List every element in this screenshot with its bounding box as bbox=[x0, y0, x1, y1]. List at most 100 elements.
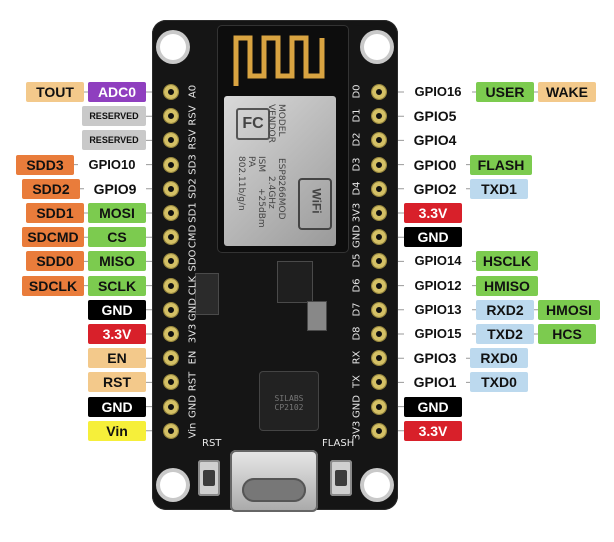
right-pin-label-12-1: GPIO3 bbox=[404, 348, 466, 369]
left-pin-label-1-2: ADC0 bbox=[88, 82, 146, 102]
mount-hole-bottom-left bbox=[160, 472, 186, 498]
mount-hole-bottom-right bbox=[364, 472, 390, 498]
right-pin-label-4-2: FLASH bbox=[470, 154, 532, 175]
rf-shield: FC WiFi MODEL VENDOR ISM PA 802.11b/g/n … bbox=[224, 96, 336, 246]
pin-right-2 bbox=[372, 109, 386, 124]
right-pin-label-4-1: GPIO0 bbox=[404, 154, 466, 175]
pin-left-9 bbox=[164, 278, 178, 293]
pin-left-7 bbox=[164, 230, 178, 245]
pin-right-12 bbox=[372, 351, 386, 366]
pin-left-5 bbox=[164, 181, 178, 196]
pin-left-4 bbox=[164, 157, 178, 172]
right-pin-label-10-3: HMOSI bbox=[538, 299, 600, 320]
module-text-part: ESP8266MOD bbox=[276, 158, 286, 220]
module-text-protocol: 802.11b/g/n bbox=[236, 156, 246, 211]
flash-button[interactable] bbox=[330, 460, 352, 496]
pin-right-1 bbox=[372, 85, 386, 99]
right-pin-label-13-2: TXD0 bbox=[470, 372, 528, 393]
flash-button-label: FLASH bbox=[322, 438, 355, 449]
right-pin-label-8-2: HSCLK bbox=[476, 251, 538, 272]
right-pin-label-11-1: GPIO15 bbox=[404, 324, 472, 344]
pin-right-11 bbox=[372, 327, 386, 341]
mount-hole-top-left bbox=[160, 34, 186, 60]
pin-right-8 bbox=[372, 254, 386, 269]
pin-right-6 bbox=[372, 206, 386, 220]
pin-left-3 bbox=[164, 133, 178, 148]
usb-uart-chip-text: SILABS CP2102 bbox=[274, 394, 304, 412]
right-pin-label-10-1: GPIO13 bbox=[404, 299, 472, 320]
pin-left-1 bbox=[164, 85, 178, 99]
pin-right-10 bbox=[372, 302, 386, 317]
right-pin-label-14-1: GND bbox=[404, 396, 462, 417]
module-text-pa: PA bbox=[246, 156, 256, 168]
right-pin-label-1-1: GPIO16 bbox=[404, 82, 472, 102]
left-pin-label-1-1: TOUT bbox=[26, 82, 84, 102]
right-pin-label-11-3: HCS bbox=[538, 324, 596, 344]
right-pin-label-15-1: 3.3V bbox=[404, 420, 462, 441]
module-text-power: +25dBm bbox=[256, 188, 266, 228]
left-pin-label-4-1: SDD3 bbox=[16, 154, 74, 175]
module-text-freq: 2.4GHz bbox=[266, 176, 276, 209]
wifi-logo: WiFi bbox=[298, 178, 332, 230]
right-pin-label-5-2: TXD1 bbox=[470, 178, 528, 199]
right-pin-label-2-1: GPIO5 bbox=[404, 106, 466, 127]
left-pin-label-8-2: MISO bbox=[88, 251, 146, 272]
pin-left-14 bbox=[164, 399, 178, 414]
esp8266-module: FC WiFi MODEL VENDOR ISM PA 802.11b/g/n … bbox=[218, 26, 348, 252]
left-pin-label-9-2: SCLK bbox=[88, 275, 146, 296]
left-pin-label-6-1: SDD1 bbox=[26, 203, 84, 223]
right-pin-label-13-1: GPIO1 bbox=[404, 372, 466, 393]
left-pin-label-4-2: GPIO10 bbox=[78, 154, 146, 175]
left-pin-label-5-2: GPIO9 bbox=[84, 178, 146, 199]
pin-right-9 bbox=[372, 278, 386, 293]
pin-left-2 bbox=[164, 109, 178, 124]
right-pin-label-3-1: GPIO4 bbox=[404, 130, 466, 151]
pin-right-3 bbox=[372, 133, 386, 148]
rst-button[interactable] bbox=[198, 460, 220, 496]
left-pin-label-10-1: GND bbox=[88, 299, 146, 320]
mount-hole-top-right bbox=[364, 34, 390, 60]
usb-uart-chip: SILABS CP2102 bbox=[260, 372, 318, 430]
pin-left-10 bbox=[164, 302, 178, 317]
right-pin-label-7-1: GND bbox=[404, 227, 462, 248]
right-pin-label-1-2: USER bbox=[476, 82, 534, 102]
left-pin-label-6-2: MOSI bbox=[88, 203, 146, 223]
left-pin-label-12-1: EN bbox=[88, 348, 146, 369]
right-pin-label-12-2: RXD0 bbox=[470, 348, 528, 369]
pin-right-4 bbox=[372, 157, 386, 172]
voltage-regulator bbox=[278, 262, 312, 302]
pin-right-13 bbox=[372, 375, 386, 390]
left-pin-label-8-1: SDD0 bbox=[26, 251, 84, 272]
pin-left-8 bbox=[164, 254, 178, 269]
left-pin-label-7-2: CS bbox=[88, 227, 146, 248]
module-text-ism: ISM bbox=[256, 156, 266, 173]
left-pin-label-15-1: Vin bbox=[88, 420, 146, 441]
module-text-model: MODEL bbox=[276, 104, 286, 137]
silk-right-15: 3V3 bbox=[351, 420, 363, 441]
pin-right-14 bbox=[372, 399, 386, 414]
usb-c-port bbox=[242, 478, 306, 502]
pin-left-11 bbox=[164, 327, 178, 341]
pcb-antenna-icon bbox=[233, 35, 325, 86]
right-pin-label-8-1: GPIO14 bbox=[404, 251, 472, 272]
right-pin-label-9-1: GPIO12 bbox=[404, 275, 472, 296]
wifi-logo-text: WiFi bbox=[309, 188, 324, 214]
diode bbox=[308, 302, 326, 330]
left-pin-label-5-1: SDD2 bbox=[22, 178, 80, 199]
right-pin-label-10-2: RXD2 bbox=[476, 299, 534, 320]
right-pin-label-6-1: 3.3V bbox=[404, 203, 462, 223]
silk-left-15: Vin bbox=[187, 422, 199, 439]
pin-left-12 bbox=[164, 351, 178, 366]
pin-right-15 bbox=[372, 423, 386, 438]
left-pin-label-13-1: RST bbox=[88, 372, 146, 393]
right-pin-label-11-2: TXD2 bbox=[476, 324, 534, 344]
pin-right-7 bbox=[372, 230, 386, 245]
pin-left-13 bbox=[164, 375, 178, 390]
left-pin-label-14-1: GND bbox=[88, 396, 146, 417]
left-pin-label-2-1: RESERVED bbox=[82, 106, 146, 127]
pin-left-15 bbox=[164, 423, 178, 438]
pin-right-5 bbox=[372, 181, 386, 196]
right-pin-label-9-2: HMISO bbox=[476, 275, 538, 296]
left-pin-label-11-1: 3.3V bbox=[88, 324, 146, 344]
